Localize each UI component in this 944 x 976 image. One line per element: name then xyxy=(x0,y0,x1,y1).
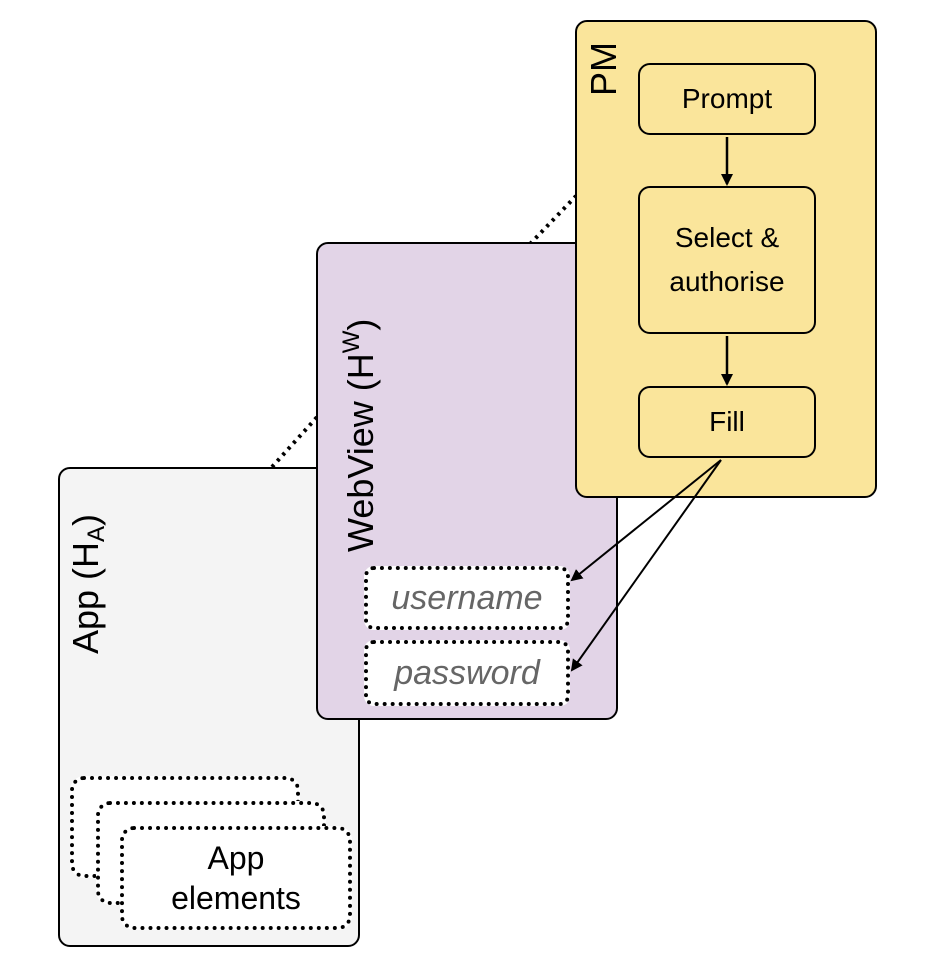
fill-step-box: Fill xyxy=(638,386,816,458)
select-authorise-step-box: Select & authorise xyxy=(638,186,816,334)
dotted-link-app-webview xyxy=(270,414,320,469)
app-panel-label: App (HA) xyxy=(65,513,110,654)
app-element-card-front: App elements xyxy=(120,826,352,930)
pm-panel-label: PM xyxy=(583,42,624,96)
password-field[interactable]: password xyxy=(364,640,570,706)
prompt-step-box: Prompt xyxy=(638,63,816,135)
username-field[interactable]: username xyxy=(364,566,570,630)
webview-panel-label: WebView (HW) xyxy=(338,318,381,552)
dotted-link-webview-pm xyxy=(528,194,578,246)
